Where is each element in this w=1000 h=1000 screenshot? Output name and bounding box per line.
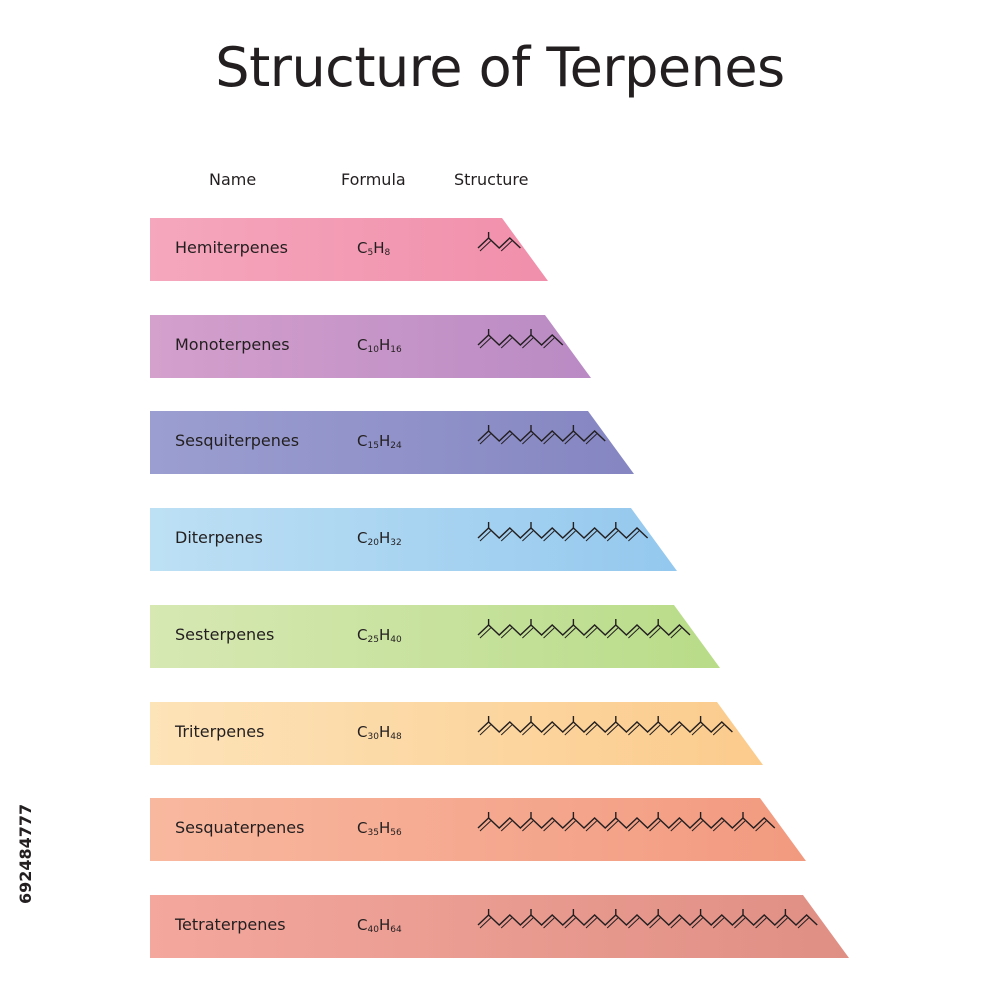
terpene-name: Tetraterpenes [175, 915, 286, 934]
terpene-formula: C25H40 [357, 626, 402, 645]
formula-carbon-count: 40 [367, 925, 379, 935]
formula-hydrogen-count: 16 [390, 345, 402, 355]
formula-carbon-count: 25 [367, 635, 379, 645]
terpene-name: Sesquiterpenes [175, 431, 300, 450]
formula-hydrogen-count: 32 [390, 538, 402, 548]
row-band-shape [150, 508, 677, 571]
terpene-name: Sesquaterpenes [175, 818, 305, 837]
structure-skeleton-icon [477, 812, 776, 832]
row-band-shape [150, 605, 720, 668]
terpene-name: Monoterpenes [175, 335, 290, 354]
row-band-shape [150, 218, 548, 281]
formula-hydrogen-count: 64 [390, 925, 402, 935]
terpene-name: Triterpenes [175, 722, 265, 741]
structure-skeleton-icon [477, 909, 818, 929]
structure-skeleton-icon [477, 716, 733, 736]
formula-carbon-count: 5 [367, 248, 374, 258]
structure-skeleton-icon [477, 425, 606, 445]
terpene-row: Hemiterpenes C5H8 [150, 218, 548, 282]
formula-carbon-count: 15 [367, 441, 379, 451]
terpene-formula: C40H64 [357, 916, 402, 935]
row-band-shape [150, 895, 849, 958]
column-header-formula: Formula [341, 170, 406, 189]
terpene-row: Monoterpenes C10H16 [150, 315, 591, 379]
terpene-formula: C35H56 [357, 819, 402, 838]
formula-carbon-count: 20 [367, 538, 379, 548]
formula-carbon-count: 35 [367, 828, 379, 838]
terpene-row: Sesquiterpenes C15H24 [150, 411, 634, 475]
row-band-shape [150, 702, 763, 765]
row-band-shape [150, 411, 634, 474]
terpene-formula: C5H8 [357, 239, 391, 258]
formula-hydrogen-count: 40 [390, 635, 402, 645]
terpene-formula: C15H24 [357, 432, 402, 451]
structure-skeleton-icon [477, 232, 521, 252]
formula-hydrogen-count: 48 [390, 732, 402, 742]
terpene-row: Sesterpenes C25H40 [150, 605, 720, 669]
column-header-name: Name [209, 170, 257, 189]
page-title: Structure of Terpenes [215, 36, 785, 99]
structure-skeleton-icon [477, 329, 564, 349]
terpene-row: Tetraterpenes C40H64 [150, 895, 849, 959]
formula-hydrogen-count: 24 [390, 441, 402, 451]
formula-carbon-count: 10 [367, 345, 379, 355]
terpene-name: Sesterpenes [175, 625, 275, 644]
formula-hydrogen-count: 8 [384, 248, 391, 258]
terpene-row: Triterpenes C30H48 [150, 702, 763, 766]
terpene-formula: C10H16 [357, 336, 402, 355]
terpene-row: Diterpenes C20H32 [150, 508, 677, 572]
formula-hydrogen-count: 56 [390, 828, 402, 838]
structure-skeleton-icon [477, 522, 649, 542]
formula-carbon-count: 30 [367, 732, 379, 742]
terpene-formula: C30H48 [357, 723, 402, 742]
terpene-formula: C20H32 [357, 529, 402, 548]
row-band-shape [150, 798, 806, 861]
row-band-shape [150, 315, 591, 378]
structure-skeleton-icon [477, 619, 691, 639]
column-header-structure: Structure [454, 170, 529, 189]
side-stock-id: 692484777 [16, 803, 35, 904]
terpene-name: Hemiterpenes [175, 238, 288, 257]
terpene-name: Diterpenes [175, 528, 263, 547]
terpene-row: Sesquaterpenes C35H56 [150, 798, 806, 862]
